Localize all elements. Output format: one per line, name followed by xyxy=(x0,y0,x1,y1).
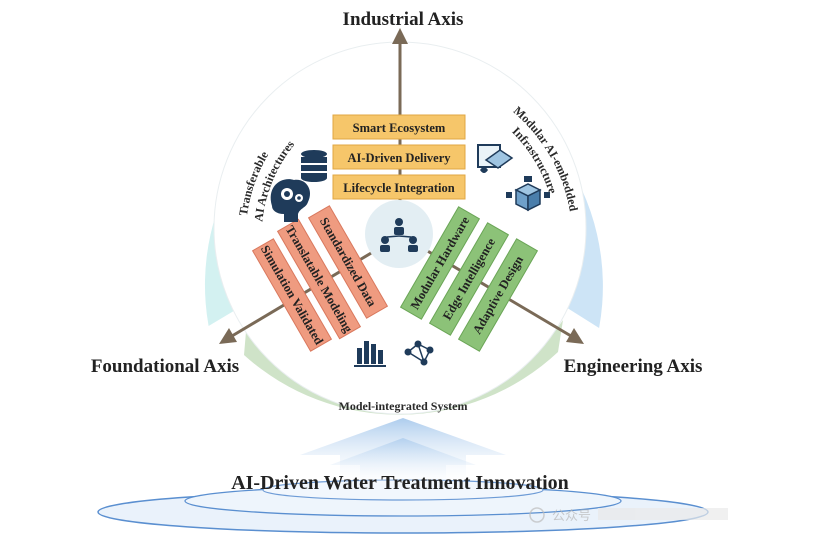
people-network-icon xyxy=(365,200,433,268)
molecule-network-icon xyxy=(404,340,434,366)
engineering-arrowhead xyxy=(566,328,584,344)
foundational-axis-label: Foundational Axis xyxy=(91,356,239,377)
flask-cube-icon xyxy=(477,144,514,173)
model-integrated-label: Model-integrated System xyxy=(339,399,468,413)
industrial-box-3: Lifecycle Integration xyxy=(343,181,454,195)
watermark: 公众号 xyxy=(529,507,728,523)
ripple-base xyxy=(97,479,709,534)
industrial-axis-label: Industrial Axis xyxy=(343,9,464,30)
watermark-text: 公众号 xyxy=(552,508,591,523)
foundational-arrowhead xyxy=(219,328,237,344)
bottom-title: AI-Driven Water Treatment Innovation xyxy=(231,472,569,494)
industrial-boxes: Smart Ecosystem AI-Driven Delivery Lifec… xyxy=(332,114,466,200)
database-icon xyxy=(301,150,327,182)
industrial-arrowhead xyxy=(392,28,408,44)
cube-network-icon xyxy=(506,176,550,212)
brain-gears-icon xyxy=(270,179,311,222)
upward-flow-arrows xyxy=(300,418,506,484)
industrial-box-1: Smart Ecosystem xyxy=(353,121,446,135)
engineering-axis-label: Engineering Axis xyxy=(564,356,703,377)
bar-chart-icon xyxy=(354,341,386,367)
foundational-boxes: Standardized Data Translatable Modeling … xyxy=(251,205,389,352)
industrial-box-2: AI-Driven Delivery xyxy=(347,151,451,165)
